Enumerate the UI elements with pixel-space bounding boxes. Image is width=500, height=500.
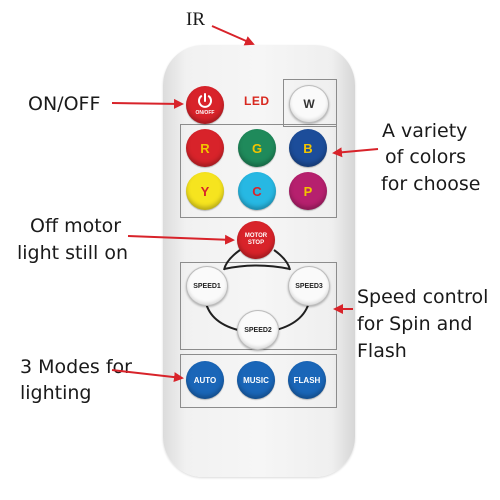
- colors-arrow: [332, 147, 379, 158]
- motor-stop-label-line1: MOTOR: [244, 233, 268, 239]
- modes-arrow: [111, 369, 184, 383]
- cyan-color-button[interactable]: C: [238, 172, 276, 210]
- modes-callout-line2: lighting: [20, 382, 92, 404]
- motor-stop-label-line2: STOP: [247, 240, 265, 246]
- ir-arrow: [211, 25, 255, 46]
- green-button-label: G: [251, 140, 263, 156]
- speed1-label: SPEED1: [193, 282, 221, 290]
- yellow-color-button[interactable]: Y: [186, 172, 224, 210]
- speed-callout-line3: Flash: [357, 340, 407, 362]
- flash-label: FLASH: [293, 375, 321, 385]
- on-off-arrow: [111, 98, 184, 109]
- white-color-button[interactable]: W: [289, 85, 329, 123]
- speed2-button[interactable]: SPEED2: [237, 310, 279, 350]
- motor-callout-line1: Off motor: [30, 215, 122, 237]
- auto-mode-button[interactable]: AUTO: [186, 361, 224, 399]
- red-button-label: R: [200, 140, 210, 156]
- motor-arrow: [127, 234, 235, 245]
- motor-stop-button[interactable]: MOTOR STOP: [237, 221, 275, 259]
- speed3-button[interactable]: SPEED3: [288, 266, 330, 306]
- led-label: LED: [244, 94, 270, 108]
- cyan-button-label: C: [252, 183, 262, 199]
- blue-color-button[interactable]: B: [289, 129, 327, 167]
- power-icon: [198, 93, 212, 108]
- colors-callout-line3: for choose: [381, 173, 481, 195]
- colors-callout-line2: of colors: [385, 146, 467, 168]
- colors-callout-line1: A variety: [382, 120, 468, 142]
- speed-callout-line2: for Spin and: [357, 313, 473, 335]
- purple-color-button[interactable]: P: [289, 172, 327, 210]
- speed2-label: SPEED2: [244, 326, 272, 334]
- auto-label: AUTO: [193, 375, 217, 385]
- speed3-label: SPEED3: [295, 282, 323, 290]
- on-off-callout: ON/OFF: [28, 93, 101, 115]
- white-button-panel: [283, 79, 337, 127]
- motor-callout-line2: light still on: [17, 242, 129, 264]
- red-color-button[interactable]: R: [186, 129, 224, 167]
- power-sublabel: ON/OFF: [195, 110, 215, 116]
- yellow-button-label: Y: [200, 183, 210, 199]
- green-color-button[interactable]: G: [238, 129, 276, 167]
- ir-callout: IR: [186, 9, 205, 30]
- speed1-button[interactable]: SPEED1: [186, 266, 228, 306]
- speed-callout-line1: Speed control: [357, 286, 489, 308]
- color-button-panel: [180, 124, 337, 218]
- purple-button-label: P: [303, 183, 313, 199]
- modes-callout-line1: 3 Modes for: [20, 356, 132, 378]
- white-button-label: W: [303, 97, 315, 111]
- music-mode-button[interactable]: MUSIC: [237, 361, 275, 399]
- music-label: MUSIC: [243, 375, 269, 385]
- flash-mode-button[interactable]: FLASH: [288, 361, 326, 399]
- power-button[interactable]: ON/OFF: [186, 86, 224, 124]
- blue-button-label: B: [303, 140, 313, 156]
